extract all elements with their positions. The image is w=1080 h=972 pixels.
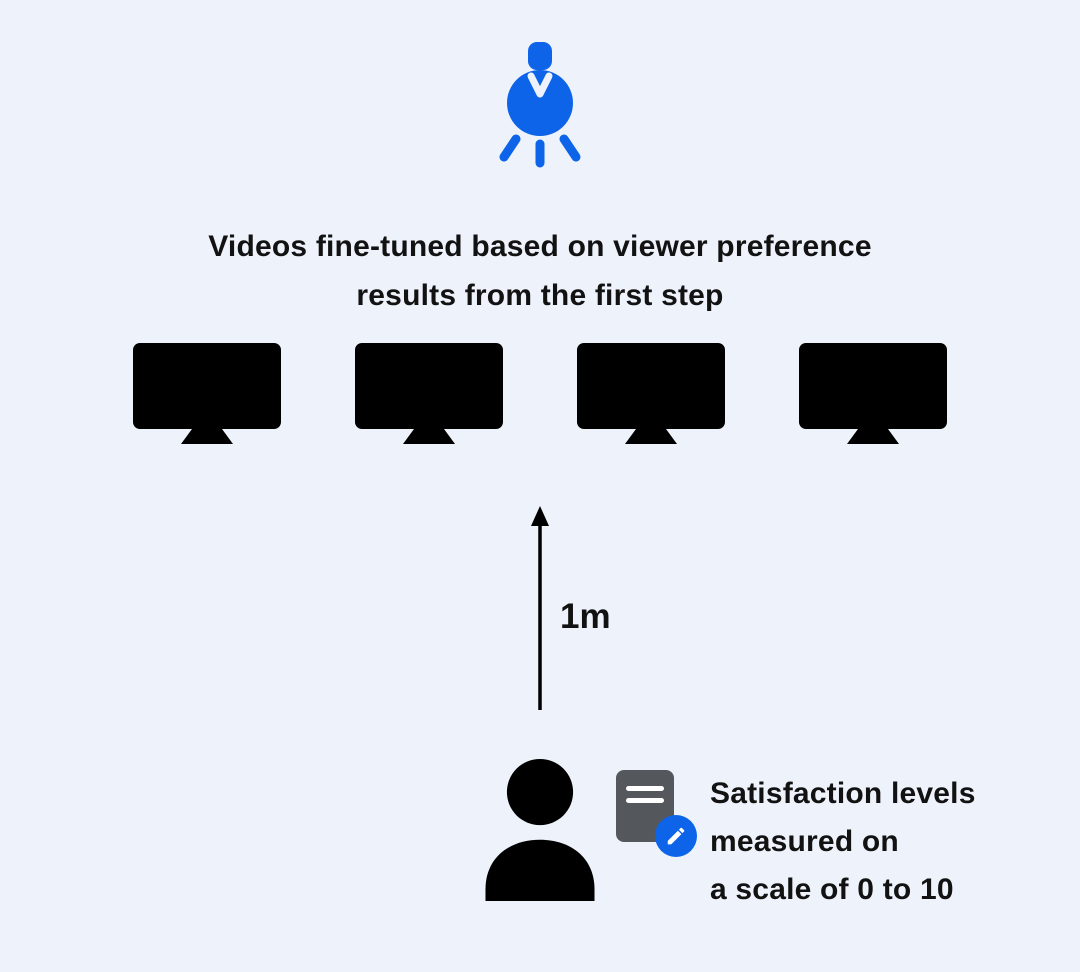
- bulb-filament: [527, 72, 553, 98]
- distance-arrow-up-icon: [528, 505, 552, 711]
- document-line-1: [626, 786, 664, 791]
- distance-label: 1m: [560, 597, 611, 636]
- bulb-ray-right: [559, 134, 581, 162]
- monitor-icon: [577, 343, 725, 449]
- person-head: [506, 758, 574, 826]
- monitor-stand: [847, 429, 899, 444]
- bulb-ray-left: [499, 134, 521, 162]
- bulb-cap: [528, 42, 552, 70]
- satisfaction-note: Satisfaction levels measured on a scale …: [710, 770, 976, 914]
- monitor-icon: [133, 343, 281, 449]
- satisfaction-line-2: measured on: [710, 825, 899, 858]
- pencil-edit-icon: [655, 815, 697, 857]
- pencil-glyph: [667, 827, 685, 845]
- monitor-stand: [403, 429, 455, 444]
- monitor-screen: [577, 343, 725, 429]
- monitor-stand: [181, 429, 233, 444]
- document-line-2: [626, 798, 664, 803]
- monitor-row: [133, 343, 947, 449]
- viewer-person-icon: [480, 757, 600, 903]
- monitor-screen: [799, 343, 947, 429]
- caption-line-1: Videos fine-tuned based on viewer prefer…: [208, 230, 872, 263]
- idea-lightbulb-icon: [480, 40, 600, 172]
- monitor-screen: [355, 343, 503, 429]
- monitor-icon: [355, 343, 503, 449]
- arrow-head: [531, 506, 549, 526]
- satisfaction-line-1: Satisfaction levels: [710, 777, 976, 810]
- satisfaction-line-3: a scale of 0 to 10: [710, 873, 954, 906]
- monitor-stand: [625, 429, 677, 444]
- monitor-screen: [133, 343, 281, 429]
- bulb-glass: [507, 70, 573, 136]
- person-body: [485, 839, 595, 902]
- idea-lightbulb-svg: [499, 42, 581, 168]
- caption-line-2: results from the first step: [356, 279, 724, 312]
- monitor-icon: [799, 343, 947, 449]
- survey-document-icon: [610, 768, 710, 868]
- caption-text: Videos fine-tuned based on viewer prefer…: [0, 222, 1080, 320]
